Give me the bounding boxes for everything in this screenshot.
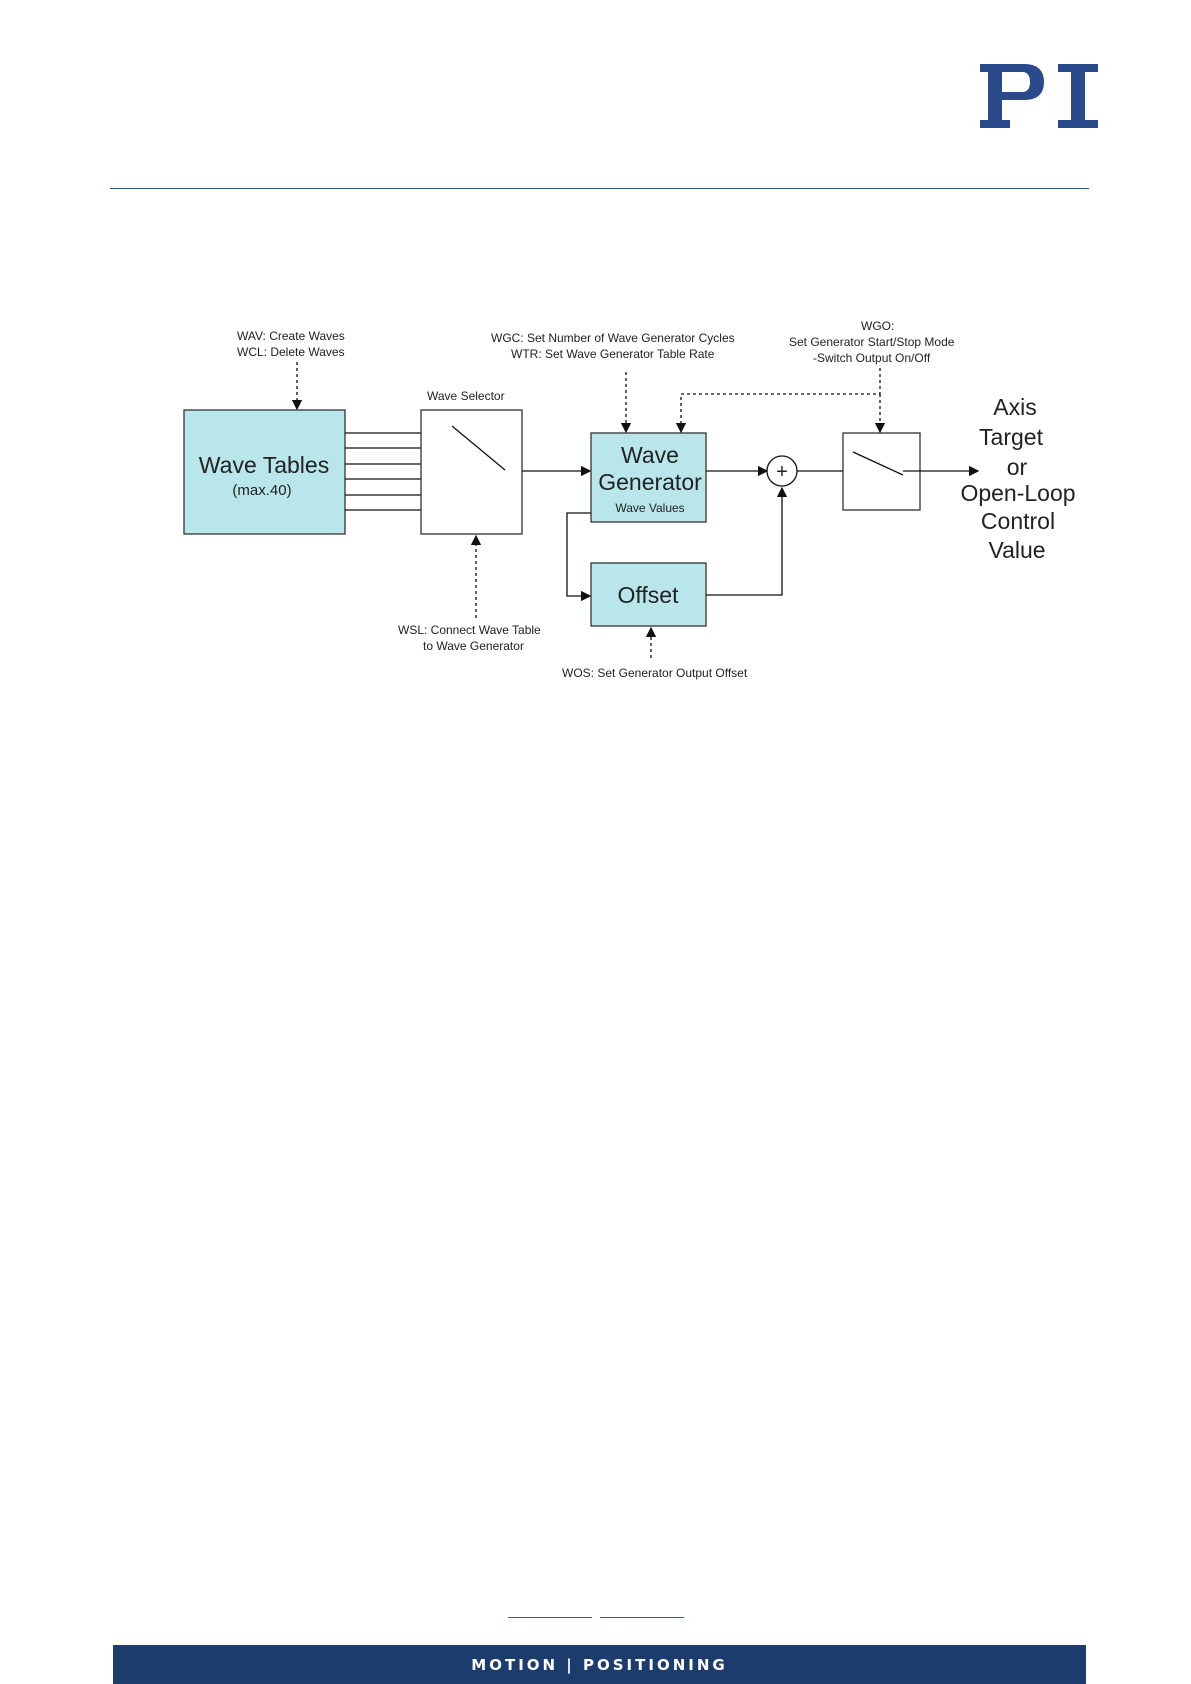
output-line-3: or: [1007, 454, 1028, 480]
offset-to-sum-arrow: [706, 486, 788, 596]
footer-link-1[interactable]: [508, 1617, 592, 1618]
wgo-command-label: WGO:: [861, 319, 894, 333]
pi-logo: [980, 64, 1098, 128]
generator-to-offset-arrow: [566, 512, 592, 602]
sum-symbol: +: [776, 461, 788, 483]
output-line-1: Axis: [993, 394, 1036, 420]
wave-selector-box: [420, 409, 523, 535]
offset-title: Offset: [618, 582, 680, 608]
output-line-5: Control: [981, 508, 1055, 534]
wave-tables-title: Wave Tables: [199, 452, 329, 478]
footer-tagline: MOTION | POSITIONING: [471, 1655, 728, 1674]
footer-bar: MOTION | POSITIONING: [113, 1645, 1086, 1684]
footer-link-2[interactable]: [600, 1617, 684, 1618]
wgo-switch-label: -Switch Output On/Off: [813, 351, 931, 365]
footer-links: [508, 1617, 684, 1625]
output-line-6: Value: [988, 537, 1045, 563]
wave-selector-label: Wave Selector: [427, 389, 505, 403]
wcl-command-label: WCL: Delete Waves: [237, 345, 345, 359]
wave-generator-title-line2: Generator: [598, 469, 702, 495]
wave-selector-switch: [451, 425, 506, 471]
wtr-command-label: WTR: Set Wave Generator Table Rate: [511, 347, 715, 361]
output-switch: [852, 451, 904, 476]
wos-command-label: WOS: Set Generator Output Offset: [562, 666, 748, 680]
wave-values-label: Wave Values: [615, 501, 684, 515]
wsl-command-label-line2: to Wave Generator: [423, 639, 524, 653]
output-line-2: Target: [979, 424, 1044, 450]
wsl-command-label-line1: WSL: Connect Wave Table: [398, 623, 541, 637]
wav-command-label: WAV: Create Waves: [237, 329, 345, 343]
output-label: Axis Target or Open-Loop Control Value: [960, 394, 1075, 563]
wgo-mode-label: Set Generator Start/Stop Mode: [789, 335, 955, 349]
wgc-command-label: WGC: Set Number of Wave Generator Cycles: [491, 331, 735, 345]
offset-box: [590, 562, 707, 627]
output-line-4: Open-Loop: [960, 480, 1075, 506]
wave-generator-box: [590, 432, 707, 523]
wave-tables-capacity: (max.40): [232, 482, 291, 499]
header-rule: [110, 188, 1089, 189]
wave-generator-title-line1: Wave: [621, 442, 679, 468]
wgo-generator-arrow: [675, 368, 881, 434]
wave-tables-box: [183, 409, 346, 535]
